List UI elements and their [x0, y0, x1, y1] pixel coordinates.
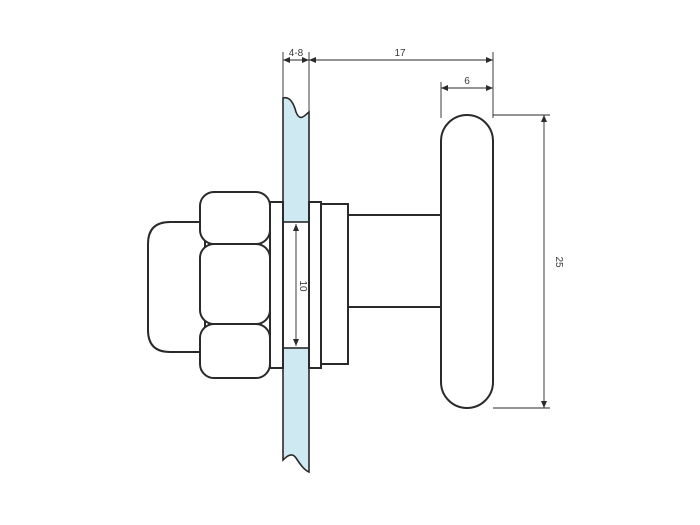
label-wheel-diameter: 25 [553, 256, 564, 268]
label-wheel-width: 6 [464, 76, 470, 87]
dimension-hole-diameter: 10 [293, 224, 308, 346]
washer-right-thin [308, 201, 322, 369]
washer-left [269, 201, 284, 369]
dimension-wheel-diameter: 25 [493, 114, 564, 409]
dimension-glass-thickness: 4-8 [282, 48, 310, 112]
label-hole-diameter: 10 [297, 280, 308, 292]
hex-nut [199, 191, 271, 379]
dimension-wheel-width: 6 [440, 76, 493, 118]
roller-wheel [440, 114, 494, 409]
axle-shaft [347, 214, 444, 308]
dimension-overall-depth: 17 [309, 48, 494, 118]
spacer-right [320, 203, 349, 365]
label-overall-depth: 17 [394, 48, 406, 59]
label-glass-thickness: 4-8 [289, 48, 304, 59]
acorn-cap-nut [147, 221, 206, 353]
